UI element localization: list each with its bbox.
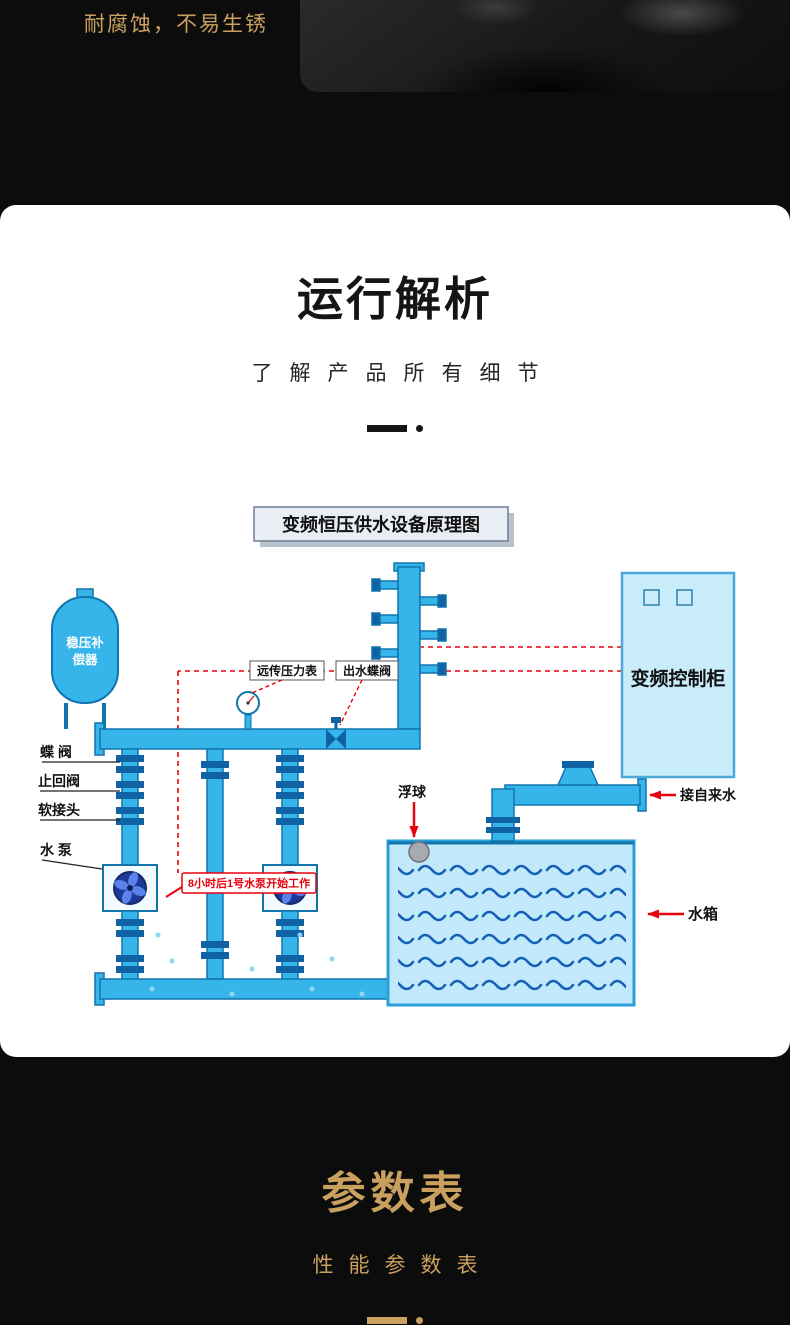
label-check-valve: 止回阀	[38, 773, 80, 789]
pump-impeller-icon	[113, 871, 147, 905]
label-outlet-valve: 出水蝶阀	[343, 663, 391, 678]
label-pump: 水 泵	[40, 842, 72, 858]
strainer	[556, 766, 600, 786]
butterfly-valve-flanges	[116, 755, 144, 773]
component-labels: 蝶 阀 止回阀 软接头 水 泵	[38, 744, 120, 870]
spare-column	[201, 748, 229, 980]
stabilizer-tank: 稳压补 偿器	[51, 588, 119, 729]
divider-bar	[367, 1317, 407, 1324]
bubble-dots	[149, 932, 365, 997]
pump-assembly	[102, 748, 158, 982]
diagram-title: 变频恒压供水设备原理图	[282, 514, 480, 535]
water-tank-callout: 水箱	[647, 905, 718, 923]
label-stabilizer-line2: 偿器	[72, 652, 98, 667]
check-valve-flanges	[116, 781, 144, 799]
label-remote-gauge: 远传压力表	[257, 663, 318, 678]
float-ball: 浮球	[398, 784, 430, 863]
params-section: 参数表 性能参数表	[0, 1057, 790, 1325]
divider-black	[0, 425, 790, 432]
divider-dot	[416, 425, 423, 432]
section-title-params: 参数表	[321, 1169, 469, 1218]
divider-dot	[416, 1317, 423, 1324]
analysis-card: 运行解析 了解产品所有细节 变频恒压供水设备原理图	[0, 205, 790, 1057]
divider-bar	[367, 425, 407, 432]
label-soft-joint: 软接头	[38, 802, 80, 818]
label-tap-water: 接自来水	[680, 787, 737, 803]
section-subtitle-params: 性能参数表	[312, 1254, 493, 1277]
outlet-valve-label-box: 出水蝶阀	[335, 660, 399, 681]
section-subtitle-analysis: 了解产品所有细节	[251, 362, 556, 385]
label-pump-note: 8小时后1号水泵开始工作	[188, 876, 310, 890]
cabinet-indicator	[643, 589, 660, 606]
divider-gold	[0, 1317, 790, 1324]
gauge-label-box: 远传压力表	[249, 660, 325, 681]
product-photo	[300, 0, 790, 92]
inlet-pipe	[486, 761, 647, 842]
cabinet-indicator	[676, 589, 693, 606]
label-leaders-dashed	[251, 679, 363, 726]
tap-water-callout: 接自来水	[649, 787, 737, 803]
soft-joint-flanges	[116, 807, 144, 825]
diagram-title-box: 变频恒压供水设备原理图	[253, 506, 514, 547]
riser-manifold	[371, 562, 447, 730]
water-waves	[398, 861, 626, 997]
section-title-analysis: 运行解析	[297, 273, 493, 325]
outlet-butterfly-valve	[326, 717, 346, 749]
main-pipe	[94, 722, 421, 756]
schematic-diagram: 变频恒压供水设备原理图 变频控制柜	[38, 506, 737, 1007]
top-slogan: 耐腐蚀，不易生锈	[84, 13, 268, 36]
label-butterfly-valve: 蝶 阀	[40, 744, 72, 760]
label-float-ball: 浮球	[398, 784, 427, 800]
label-control-cabinet: 变频控制柜	[630, 667, 725, 690]
label-water-tank: 水箱	[688, 905, 718, 923]
suction-pipe	[94, 972, 393, 1006]
water-tank	[386, 839, 636, 1007]
pump-note-callout: 8小时后1号水泵开始工作	[165, 872, 317, 898]
label-stabilizer-line1: 稳压补	[66, 635, 104, 650]
pressure-gauge	[236, 691, 260, 730]
control-cabinet: 变频控制柜	[620, 571, 736, 779]
